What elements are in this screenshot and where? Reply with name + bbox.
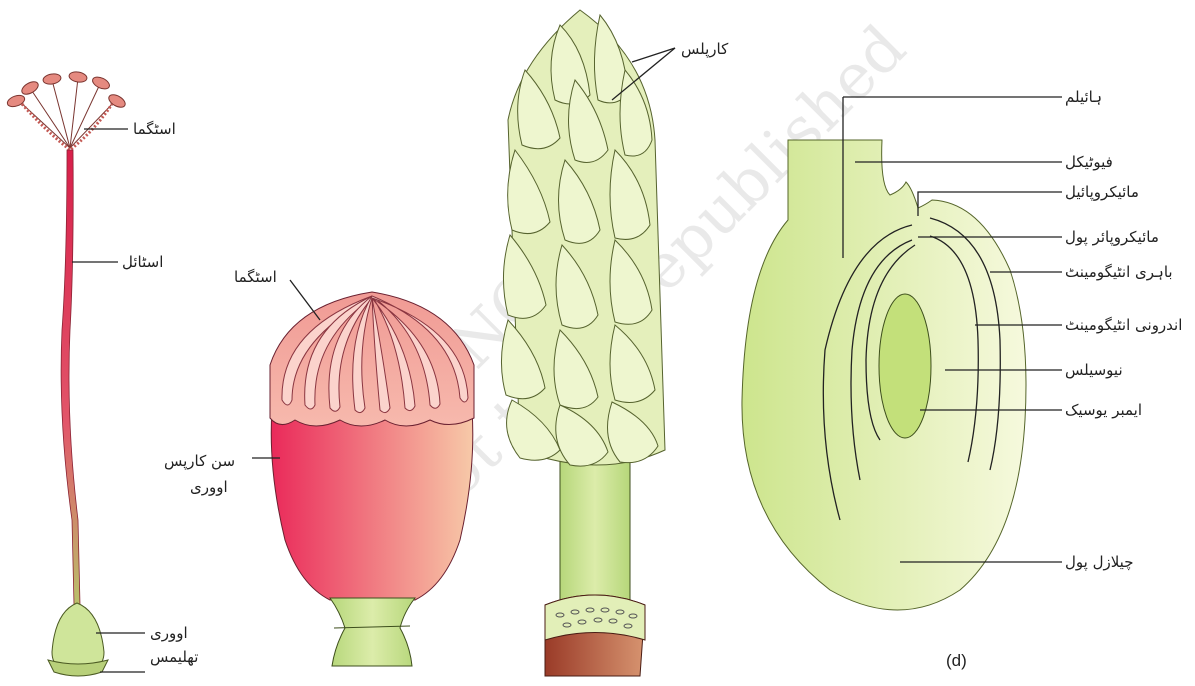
label-syncarpous-1: سن کارپس bbox=[164, 452, 235, 471]
label-chalazal-pole: چیلازل پول bbox=[1065, 553, 1133, 572]
diagram-b: اسٹگما سن کارپس اووری bbox=[164, 268, 474, 666]
sublabel-d: (d) bbox=[946, 651, 967, 670]
diagram-c: کارپلس bbox=[501, 10, 729, 676]
diagram-c-carpels bbox=[501, 10, 665, 466]
label-stigma-a: اسٹگما bbox=[133, 120, 176, 138]
label-micropylar-pole: مائیکروپائر پول bbox=[1065, 228, 1159, 247]
label-funicle: فیوٹیکل bbox=[1065, 153, 1113, 171]
label-ovary-a: اووری bbox=[150, 624, 188, 642]
label-syncarpous-2: اووری bbox=[190, 478, 228, 496]
diagram-a-ovary bbox=[52, 603, 104, 666]
label-micropyle: مائیکروپائیل bbox=[1065, 183, 1139, 202]
diagram-a-stigma bbox=[6, 71, 127, 150]
label-style-a: اسٹائل bbox=[122, 253, 163, 271]
label-inner-integument: اندرونی انٹیگومینٹ bbox=[1065, 316, 1182, 334]
diagram-b-stalk bbox=[330, 598, 415, 666]
label-hilum: ہائیلم bbox=[1065, 88, 1102, 106]
label-nucellus: نیوسیلس bbox=[1065, 361, 1123, 379]
diagram-d-embryo-sac bbox=[879, 294, 931, 438]
label-stigma-b: اسٹگما bbox=[234, 268, 277, 286]
diagram-b-ovary bbox=[271, 410, 473, 600]
diagram-a: اسٹگما اسٹائل اووری تھلیمس bbox=[6, 71, 199, 676]
label-thalamus-a: تھلیمس bbox=[150, 648, 198, 666]
label-embryo-sac: ایمبر یوسیک bbox=[1065, 401, 1142, 419]
diagram-d: ہائیلم فیوٹیکل مائیکروپائیل مائیکروپائر … bbox=[742, 88, 1182, 670]
label-outer-integument: باہری انٹیگومینٹ bbox=[1065, 263, 1173, 281]
label-carpels: کارپلس bbox=[681, 40, 729, 59]
diagram-a-style bbox=[61, 150, 80, 605]
